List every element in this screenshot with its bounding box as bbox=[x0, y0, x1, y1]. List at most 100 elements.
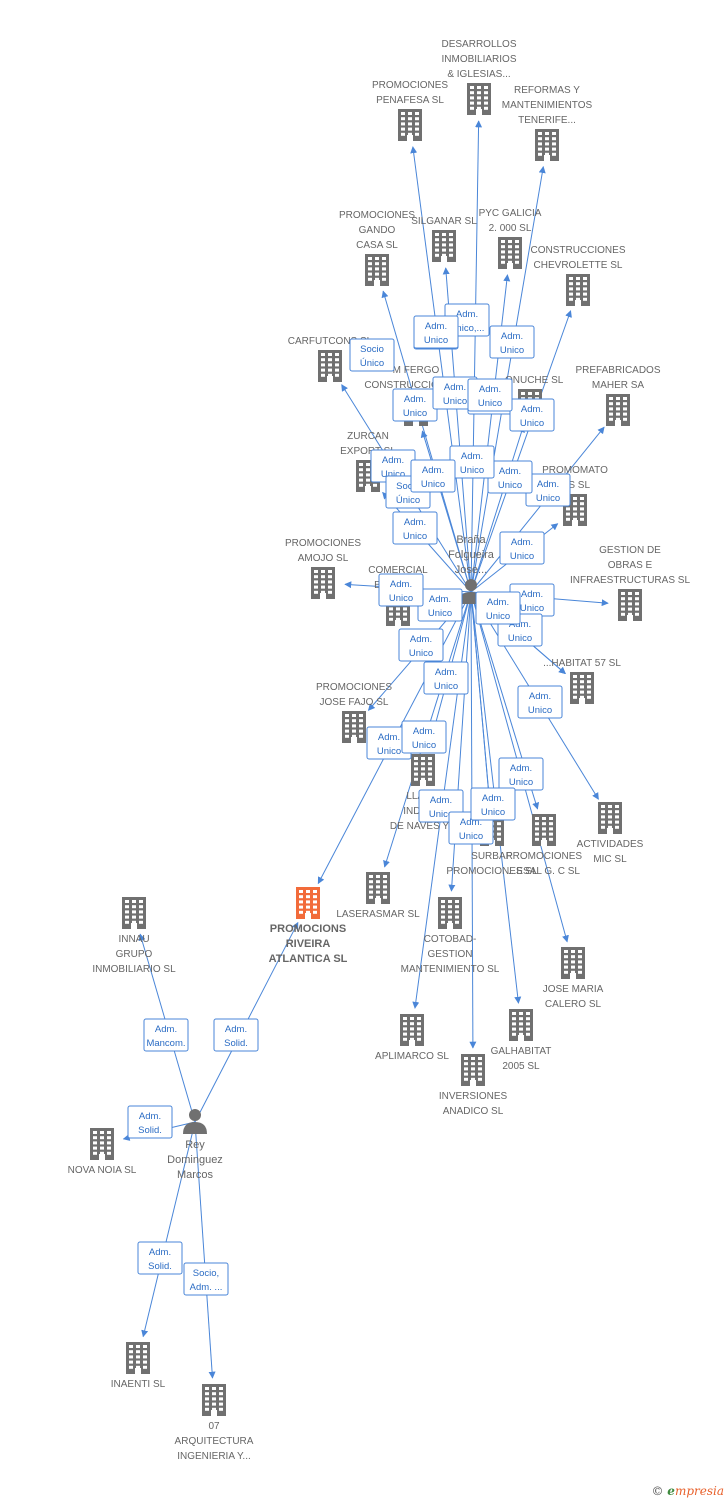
node-label-line: JOSE FAJO SL bbox=[320, 697, 389, 708]
building-icon bbox=[438, 897, 462, 929]
edge-role-text: Adm. bbox=[444, 382, 466, 393]
edge-role-label: Adm.Unico bbox=[470, 787, 516, 821]
node-label-line: CARFUTCONS SL bbox=[288, 336, 373, 347]
company-node-novanoia[interactable]: NOVA NOIA SL bbox=[68, 1128, 137, 1176]
node-label-line: GESTION DE bbox=[599, 545, 661, 556]
edge-role-text: Adm. bbox=[430, 795, 452, 806]
building-icon bbox=[461, 1054, 485, 1086]
company-node-silganar[interactable]: SILGANAR SL bbox=[411, 216, 477, 262]
edge-role-text: Unico bbox=[460, 465, 484, 476]
edge-role-text: Adm. bbox=[410, 634, 432, 645]
company-node-habitat57[interactable]: ...HABITAT 57 SL bbox=[543, 658, 621, 704]
building-icon bbox=[467, 83, 491, 115]
edge-role-text: Unico bbox=[459, 831, 483, 842]
edge-role-text: Adm. bbox=[521, 589, 543, 600]
edge-role-text: Unico bbox=[429, 809, 453, 820]
node-label-line: PROMOCIONES bbox=[339, 210, 415, 221]
edge-role-text: Único bbox=[396, 495, 420, 506]
node-label-line: M FERGO bbox=[393, 365, 440, 376]
edge-role-text: Unico bbox=[486, 611, 510, 622]
edge-role-text: Adm. bbox=[511, 537, 533, 548]
edge-role-label: Adm.Unico bbox=[475, 591, 521, 625]
company-node-inaenti[interactable]: INAENTI SL bbox=[111, 1342, 166, 1390]
edge-role-label: Adm.Unico bbox=[398, 628, 444, 662]
edge-role-text: Adm. bbox=[404, 394, 426, 405]
edge-role-text: Adm. bbox=[429, 594, 451, 605]
node-label-line: COMERCIAL bbox=[368, 565, 428, 576]
edge-role-text: Único bbox=[360, 358, 384, 369]
building-icon bbox=[311, 567, 335, 599]
edge-role-label: Adm.Unico bbox=[410, 459, 456, 493]
edge-role-text: Adm. bbox=[456, 309, 478, 320]
edge-role-label: Adm.Unico bbox=[509, 583, 555, 617]
building-icon bbox=[535, 129, 559, 161]
company-node-chevrolette[interactable]: CONSTRUCCIONES CHEVROLETTE SL bbox=[530, 245, 626, 306]
building-icon bbox=[398, 109, 422, 141]
node-label-line: Folgueira bbox=[448, 549, 495, 561]
edge-labels-layer: Adm.UnicoAdm.Unico,...Adm.UnicoSocioÚnic… bbox=[127, 303, 571, 1296]
node-label-line: PROMOCIONES bbox=[506, 851, 582, 862]
node-label-line: 07 bbox=[208, 1421, 220, 1432]
company-node-josefajo[interactable]: PROMOCIONES JOSE FAJO SL bbox=[316, 682, 392, 743]
building-icon bbox=[606, 394, 630, 426]
edge-role-label: Adm.Unico bbox=[413, 315, 459, 349]
edge-role-text: Unico bbox=[536, 493, 560, 504]
node-label-line: PROMOMATO bbox=[542, 465, 608, 476]
edge-role-text: Unico bbox=[478, 398, 502, 409]
edge-role-text: Unico bbox=[500, 345, 524, 356]
edge-rey-inaenti bbox=[141, 1121, 196, 1338]
node-label-line: INNAU bbox=[118, 934, 149, 945]
edge-brana-onuche bbox=[470, 425, 525, 593]
edge-role-text: Adm. bbox=[413, 726, 435, 737]
node-label-line: MANTENIMIENTO SL bbox=[401, 964, 500, 975]
edge-role-text: Unico bbox=[403, 531, 427, 542]
edge-role-label: Adm.Unico bbox=[449, 445, 495, 479]
building-icon bbox=[570, 672, 594, 704]
node-label-line: CONSTRUCCIONES bbox=[530, 245, 625, 256]
company-node-carfutcons[interactable]: CARFUTCONS SL bbox=[288, 336, 373, 382]
edge-role-text: Adm. bbox=[378, 732, 400, 743]
edge-role-label: Adm.Solid. bbox=[213, 1018, 259, 1052]
company-node-gc[interactable]: PROMOCIONES...ESAL G. C SL bbox=[506, 814, 582, 877]
building-icon bbox=[566, 274, 590, 306]
edge-role-label: Adm.Unico bbox=[467, 378, 513, 412]
company-node-laserasmar[interactable]: LASERASMAR SL bbox=[336, 872, 420, 920]
edge-role-text: Socio bbox=[360, 344, 384, 355]
company-node-aplimarco[interactable]: APLIMARCO SL bbox=[375, 1014, 449, 1062]
node-label-line: PROMOCIONES bbox=[372, 80, 448, 91]
edge-role-text: Adm. bbox=[404, 517, 426, 528]
edge-role-label: Adm.Unico bbox=[487, 460, 533, 494]
edge-role-label: Adm.Unico bbox=[517, 685, 563, 719]
node-label-line: 2. 000 SL bbox=[489, 223, 532, 234]
node-label-line: GESTION bbox=[427, 949, 472, 960]
node-label-line: PROMOCIONS bbox=[270, 923, 346, 935]
company-node-cotobad[interactable]: COTOBAD- GESTION MANTENIMIENTO SL bbox=[401, 897, 500, 975]
edge-role-text: Adm. bbox=[139, 1111, 161, 1122]
node-label-line: Jose... bbox=[455, 564, 487, 576]
node-label-line: PROMOCIONES bbox=[316, 682, 392, 693]
edge-rey-arquitectura bbox=[194, 1121, 216, 1379]
edge-role-label: Adm.Solid. bbox=[137, 1241, 183, 1275]
building-icon bbox=[126, 1342, 150, 1374]
node-label-line: CHEVROLETTE SL bbox=[534, 260, 623, 271]
node-label-line: COTOBAD- bbox=[424, 934, 477, 945]
node-label-line: ...S SL bbox=[560, 480, 590, 491]
company-node-reformas[interactable]: REFORMAS YMANTENIMIENTOSTENERIFE... bbox=[502, 85, 593, 161]
edge-role-text: Unico bbox=[428, 608, 452, 619]
